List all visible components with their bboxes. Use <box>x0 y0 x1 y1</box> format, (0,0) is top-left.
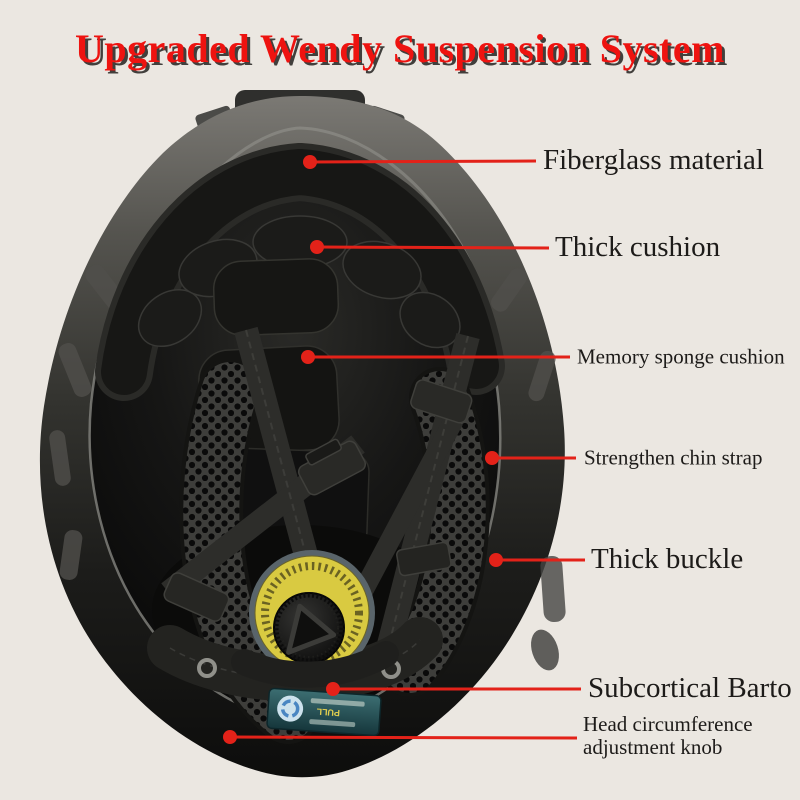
label-subcortical-barto: Subcortical Barto <box>588 672 792 705</box>
callouts <box>223 155 585 744</box>
label-strengthen-chin-strap: Strengthen chin strap <box>584 445 763 470</box>
callout-dot-thick-buckle <box>489 553 503 567</box>
label-head-circumference-adjustment-knob: Head circumference adjustment knob <box>583 712 753 759</box>
sticker-text: PULL <box>316 706 341 718</box>
helmet-illustration: PULL <box>39 90 566 778</box>
label-memory-sponge-cushion: Memory sponge cushion <box>577 344 785 369</box>
callout-line-thick-cushion <box>316 245 550 250</box>
callout-line-adjustment-knob <box>229 735 578 740</box>
callout-dot-chin-strap <box>485 451 499 465</box>
callout-dot-subcortical <box>326 682 340 696</box>
label-thick-buckle: Thick buckle <box>591 543 744 576</box>
callout-line-fiberglass <box>309 159 537 164</box>
buckles <box>163 379 473 622</box>
dial-triangle <box>286 603 337 655</box>
label-thick-cushion: Thick cushion <box>555 231 721 264</box>
page-title: Upgraded Wendy Suspension System <box>75 26 725 71</box>
callout-dot-adjustment-knob <box>223 730 237 744</box>
label-fiberglass-material: Fiberglass material <box>543 144 764 177</box>
adjustment-dial <box>249 550 375 676</box>
callout-dot-memory-sponge <box>301 350 315 364</box>
instruction-sticker: PULL <box>266 687 382 737</box>
dial-over-strap <box>231 641 399 688</box>
d-ring-left <box>197 658 217 678</box>
outer-cushion-ring <box>95 142 505 401</box>
callout-dot-fiberglass <box>303 155 317 169</box>
callout-dot-thick-cushion <box>310 240 324 254</box>
